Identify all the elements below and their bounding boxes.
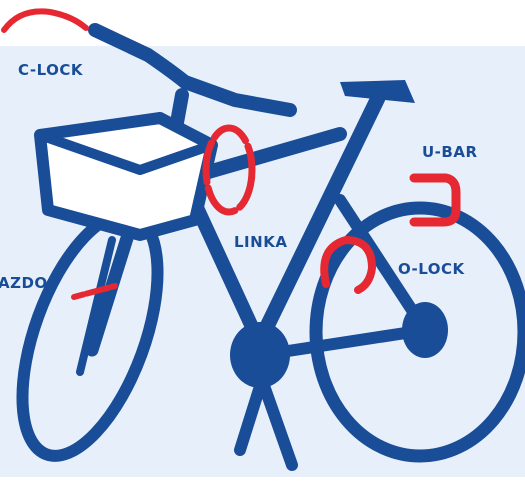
crank-hub — [230, 322, 290, 388]
basket-icon — [40, 118, 212, 235]
o-lock-label: O-LOCK — [398, 260, 465, 278]
azdo-label: AZDO — [0, 274, 48, 292]
c-lock-label: C-LOCK — [18, 61, 83, 79]
c-lock-icon — [4, 11, 86, 30]
rear-hub — [402, 302, 448, 358]
u-bar-label: U-BAR — [422, 143, 478, 161]
linka-label: LINKA — [234, 233, 287, 251]
